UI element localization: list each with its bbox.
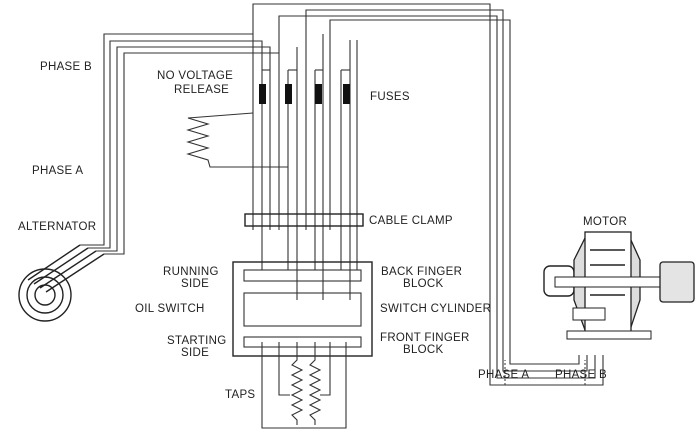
motor-feeder xyxy=(252,3,604,386)
fuses xyxy=(259,84,350,104)
label-switch-cylinder: SWITCH CYLINDER xyxy=(380,303,491,315)
label-phase-b-left: PHASE B xyxy=(40,61,92,73)
taps-resistors xyxy=(261,342,347,429)
label-motor: MOTOR xyxy=(583,216,627,228)
label-back-finger-1: BACK FINGER xyxy=(381,266,462,278)
label-phase-b-right: PHASE B xyxy=(555,369,607,381)
label-oil-switch: OIL SWITCH xyxy=(135,303,205,315)
label-starting-2: SIDE xyxy=(181,347,209,359)
label-alternator: ALTERNATOR xyxy=(18,221,96,233)
motor xyxy=(543,231,695,340)
alternator-feeder xyxy=(80,33,280,255)
label-front-finger-2: BLOCK xyxy=(403,344,444,356)
label-back-finger-2: BLOCK xyxy=(403,278,444,290)
label-starting-1: STARTING xyxy=(167,335,226,347)
label-no-voltage-1: NO VOLTAGE xyxy=(157,70,233,82)
label-running-1: RUNNING xyxy=(163,266,219,278)
no-voltage-release-coil xyxy=(186,112,288,168)
label-cable-clamp: CABLE CLAMP xyxy=(369,215,453,227)
oil-switch xyxy=(232,261,373,357)
label-running-2: SIDE xyxy=(181,278,209,290)
label-phase-a-right: PHASE A xyxy=(478,369,529,381)
label-front-finger-1: FRONT FINGER xyxy=(380,332,470,344)
alternator-coil xyxy=(18,244,105,322)
cable-clamp xyxy=(244,213,364,227)
label-no-voltage-2: RELEASE xyxy=(174,84,229,96)
label-fuses: FUSES xyxy=(370,91,410,103)
label-taps: TAPS xyxy=(225,389,255,401)
label-phase-a-left: PHASE A xyxy=(32,165,83,177)
